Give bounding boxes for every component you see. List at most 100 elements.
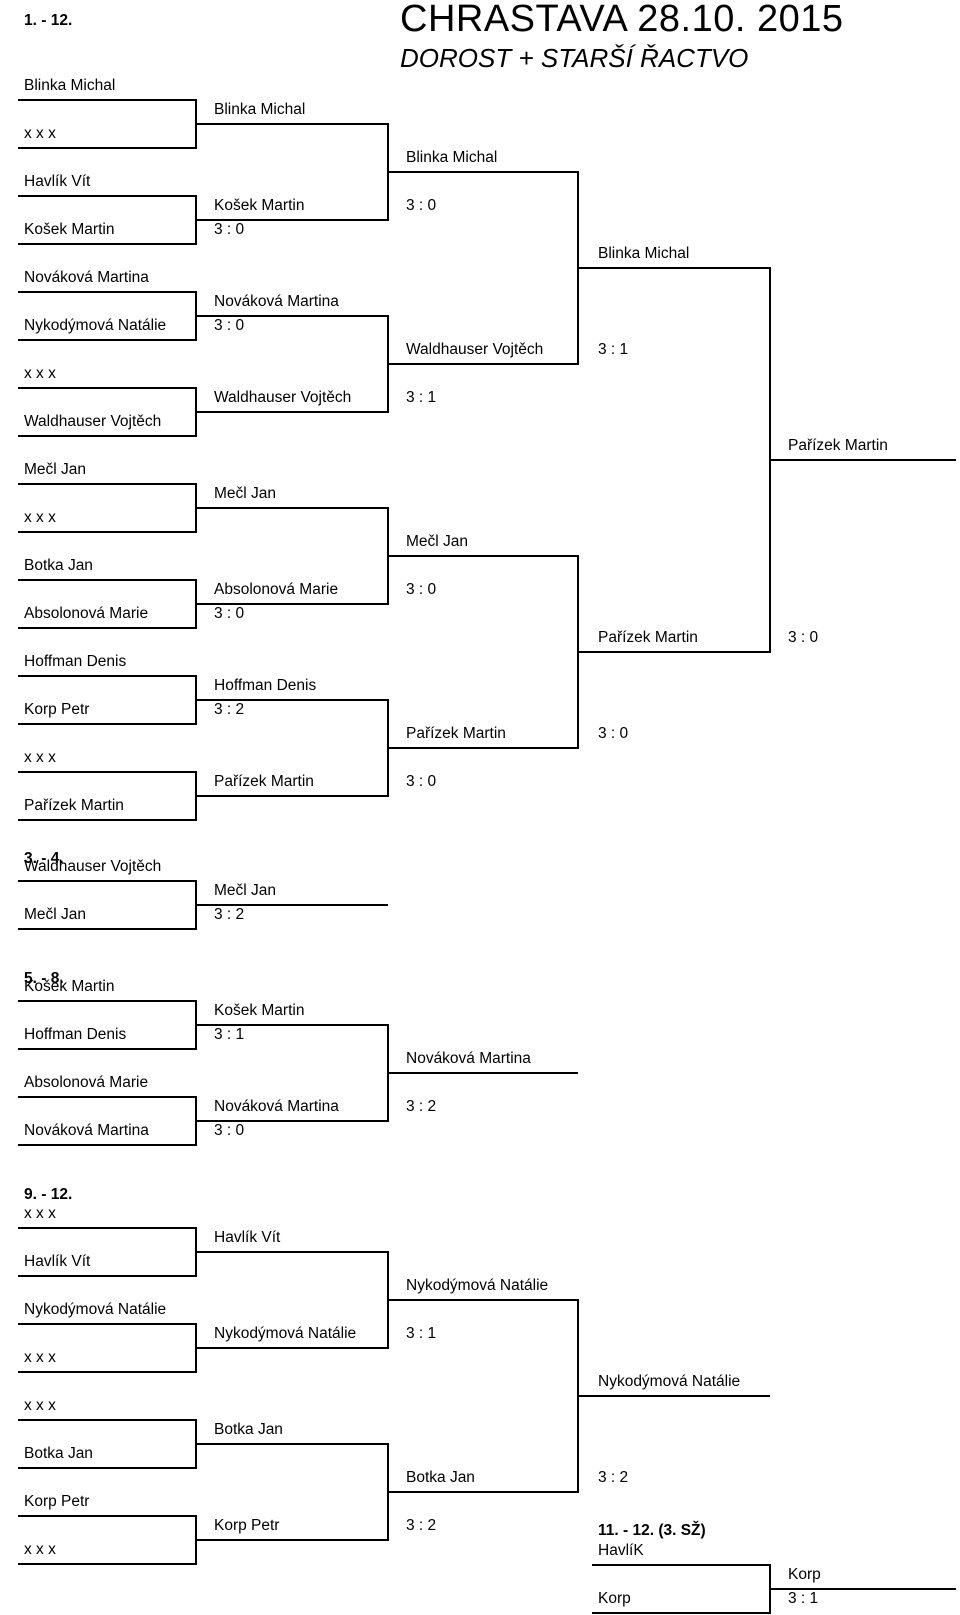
bracket-line	[18, 99, 196, 101]
winner-name: Pařízek Martin	[406, 725, 506, 742]
entrant-name: x x x	[24, 125, 56, 142]
bracket-line	[578, 651, 770, 653]
bracket-line	[388, 747, 578, 749]
entrant-name: x x x	[24, 1205, 56, 1222]
match-score: 3 : 1	[406, 389, 437, 406]
entrant-name: Košek Martin	[24, 978, 115, 995]
bracket-line	[196, 1251, 388, 1253]
bracket-line	[196, 699, 388, 701]
entrant-name: Nykodýmová Natálie	[24, 317, 167, 334]
entrant-name: Waldhauser Vojtěch	[24, 858, 162, 875]
match-score: 3 : 0	[406, 197, 437, 214]
bracket-line	[388, 1299, 578, 1301]
bracket-line	[770, 1588, 956, 1590]
winner-name: Mečl Jan	[214, 485, 277, 502]
entrant-name: Absolonová Marie	[24, 1074, 149, 1091]
bracket-line	[592, 1612, 770, 1614]
bracket-line	[196, 1120, 388, 1122]
winner-name: Botka Jan	[214, 1421, 283, 1438]
bracket-line	[18, 291, 196, 293]
section-label: 1. - 12.	[24, 12, 73, 29]
bracket-line	[196, 315, 388, 317]
bracket-line	[592, 1564, 770, 1566]
winner-name: Pařízek Martin	[598, 629, 698, 646]
bracket-line	[18, 1275, 196, 1277]
winner-name: Pařízek Martin	[788, 437, 888, 454]
bracket-line	[18, 1000, 196, 1002]
bracket-line	[196, 904, 388, 906]
winner-name: Hoffman Denis	[214, 677, 317, 694]
winner-name: Košek Martin	[214, 197, 305, 214]
bracket-line	[18, 819, 196, 821]
winner-name: Korp Petr	[214, 1517, 280, 1534]
entrant-name: x x x	[24, 509, 56, 526]
match-score: 3 : 2	[406, 1098, 437, 1115]
bracket-line	[196, 795, 388, 797]
bracket-line	[18, 1227, 196, 1229]
section-label: 9. - 12.	[24, 1186, 73, 1203]
entrant-name: Havlík Vít	[24, 173, 91, 190]
match-score: 3 : 0	[214, 605, 245, 622]
bracket-line	[196, 123, 388, 125]
entrant-name: x x x	[24, 1397, 56, 1414]
winner-name: Nováková Martina	[214, 1098, 339, 1115]
winner-name: Absolonová Marie	[214, 581, 339, 598]
match-score: 3 : 0	[406, 581, 437, 598]
entrant-name: Košek Martin	[24, 221, 115, 238]
bracket-line	[388, 555, 578, 557]
entrant-name: Absolonová Marie	[24, 605, 149, 622]
match-score: 3 : 2	[406, 1517, 437, 1534]
section-label: 5. - 8.	[24, 970, 64, 987]
winner-name: Nykodýmová Natálie	[406, 1277, 549, 1294]
winner-name: Blinka Michal	[214, 101, 306, 118]
bracket-line	[18, 483, 196, 485]
bracket-line	[770, 459, 956, 461]
match-score: 3 : 0	[598, 725, 629, 742]
bracket-line	[196, 1443, 388, 1445]
bracket-line	[18, 1323, 196, 1325]
winner-name: Havlík Vít	[214, 1229, 281, 1246]
winner-name: Blinka Michal	[598, 245, 690, 262]
entrant-name: Nováková Martina	[24, 269, 149, 286]
match-score: 3 : 2	[214, 906, 245, 923]
entrant-name: Nykodýmová Natálie	[24, 1301, 167, 1318]
winner-name: Nováková Martina	[406, 1050, 531, 1067]
entrant-name: Korp Petr	[24, 701, 90, 718]
winner-name: Blinka Michal	[406, 149, 498, 166]
bracket-line	[18, 339, 196, 341]
bracket-line	[18, 928, 196, 930]
bracket-line	[196, 411, 388, 413]
entrant-name: HavlíK	[598, 1542, 644, 1559]
bracket-line	[18, 1563, 196, 1565]
bracket-line	[18, 147, 196, 149]
entrant-name: Havlík Vít	[24, 1253, 91, 1270]
bracket-line	[196, 1024, 388, 1026]
winner-name: Waldhauser Vojtěch	[214, 389, 352, 406]
bracket-line	[18, 1467, 196, 1469]
match-score: 3 : 0	[214, 317, 245, 334]
bracket-line	[18, 1048, 196, 1050]
winner-name: Mečl Jan	[214, 882, 277, 899]
entrant-name: Korp	[598, 1590, 631, 1607]
bracket-line	[388, 1491, 578, 1493]
bracket-line	[196, 507, 388, 509]
bracket-line	[18, 579, 196, 581]
bracket-line	[18, 1515, 196, 1517]
match-score: 3 : 2	[598, 1469, 629, 1486]
bracket-line	[578, 267, 770, 269]
bracket-line	[18, 1144, 196, 1146]
entrant-name: Nováková Martina	[24, 1122, 149, 1139]
bracket-line	[196, 219, 388, 221]
bracket-line	[578, 1395, 770, 1397]
bracket-line	[18, 531, 196, 533]
bracket-line	[196, 1539, 388, 1541]
entrant-name: x x x	[24, 749, 56, 766]
match-score: 3 : 1	[406, 1325, 437, 1342]
winner-name: Pařízek Martin	[214, 773, 314, 790]
bracket-line	[388, 171, 578, 173]
winner-name: Košek Martin	[214, 1002, 305, 1019]
winner-name: Waldhauser Vojtěch	[406, 341, 544, 358]
bracket-line	[18, 435, 196, 437]
bracket-line	[196, 1347, 388, 1349]
